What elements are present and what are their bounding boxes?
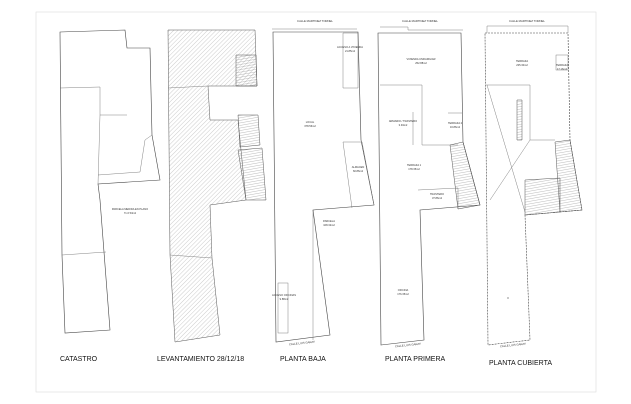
plan-planta-cubierta: CALLE MARTINEZ TORNEL TERRAZA 235.30m2 T… xyxy=(484,19,583,349)
room-area: 176.35m2 xyxy=(397,292,409,296)
room-label: TERRAZA 1 xyxy=(407,163,422,167)
room-area: 235.30m2 xyxy=(516,63,528,67)
room-area: 37.86m2 xyxy=(432,196,443,200)
title-planta-baja: PLANTA BAJA xyxy=(280,356,326,363)
catastro-parcel-area: 71.6 53m2 xyxy=(124,211,137,215)
plan-planta-primera: CALLE MARTINEZ TORNEL VIVIENDA UNIFAMILI… xyxy=(377,19,481,349)
street-bottom-cubierta: CALLE LUIS GARAY xyxy=(500,342,527,349)
room-label: TERRAZA 2 xyxy=(448,121,463,125)
room-area: 16.86m2 xyxy=(450,125,461,129)
title-catastro: CATASTRO xyxy=(60,356,98,363)
room-label: ACCESO OFICINAS xyxy=(272,293,296,297)
room-label: OFICINA xyxy=(398,288,409,292)
room-area: 108.32m2 xyxy=(323,223,335,227)
room-area: 378.56m2 xyxy=(304,124,316,128)
room-label: TERRAZA xyxy=(556,63,568,67)
plan-catastro: PARCELA MEDIDA EN PLANO 71.6 53m2 xyxy=(59,29,161,334)
street-bottom-baja: CALLE LUIS GARAY xyxy=(289,340,316,347)
street-bottom-primera: CALLE LUIS GARAY xyxy=(395,342,422,349)
room-label: ARMARIO / TRASTERO xyxy=(389,119,417,123)
street-top-baja: CALLE MARTINEZ TORNEL xyxy=(297,19,333,23)
room-area: 252.88m2 xyxy=(415,61,427,65)
room-label: TRASTERO xyxy=(430,192,444,196)
room-area: 178.35m2 xyxy=(408,167,420,171)
plan-planta-baja: CALLE MARTINEZ TORNEL ACCESO A VIVIENDA … xyxy=(272,19,375,347)
street-top-primera: CALLE MARTINEZ TORNEL xyxy=(402,19,438,23)
plan-levantamiento xyxy=(167,29,267,343)
room-label: VIVIENDA UNIFAMILIAR xyxy=(407,57,436,61)
room-label: LOCAL xyxy=(306,120,315,124)
title-levantamiento: LEVANTAMIENTO 28/12/18 xyxy=(157,356,244,363)
title-planta-primera: PLANTA PRIMERA xyxy=(385,356,445,363)
room-area: 9.88m2 xyxy=(280,297,289,301)
room-area: 3.94m2 xyxy=(399,123,408,127)
sheet-frame xyxy=(35,11,597,393)
room-area: 60.86m2 xyxy=(353,169,364,173)
title-planta-cubierta: PLANTA CUBIERTA xyxy=(489,360,552,367)
room-label: ALMACEN xyxy=(352,165,365,169)
room-label: TERRAZA xyxy=(516,59,528,63)
room-area: 17.16m2 xyxy=(557,67,568,71)
room-label: ACCESO A VIVIENDA xyxy=(337,45,363,49)
room-label: PARCELA xyxy=(323,219,335,223)
catastro-parcel-label: PARCELA MEDIDA EN PLANO xyxy=(112,207,148,211)
room-area: 21.85m2 xyxy=(345,49,356,53)
street-top-cubierta: CALLE MARTINEZ TORNEL xyxy=(509,19,545,23)
